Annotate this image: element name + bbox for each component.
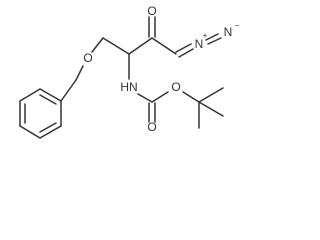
bond-ch2-calpha	[102, 37, 130, 55]
bond-calpha-cketone	[128, 37, 153, 55]
bond-tbu-me-up	[198, 87, 224, 103]
bond-nh-carbonyl	[137, 93, 153, 103]
bond-ring-ch2	[60, 79, 77, 102]
structure-diagram: O N + N − O HN O O	[19, 4, 240, 139]
atom-ketone-oxygen: O	[147, 4, 156, 18]
molecule-drawing: O N + N − O HN O O	[19, 4, 240, 139]
bond-cdiazo-n-a	[175, 43, 192, 53]
bond-ring-5	[39, 88, 62, 102]
atom-ether-oxygen: O	[83, 51, 92, 65]
atom-nh: HN	[120, 80, 137, 94]
bond-oester-cquat	[182, 91, 200, 103]
atom-diazo-nitrogen-1: N	[195, 37, 204, 51]
bond-ring-inner-3	[39, 94, 57, 105]
atom-diazo-nitrogen-2: N	[224, 25, 233, 39]
bond-cketone-cdiazo	[151, 37, 177, 55]
bond-nn-triple-2	[207, 37, 222, 45]
bond-ring-inner-2	[39, 122, 57, 133]
bond-cdiazo-n-b	[178, 48, 194, 58]
atom-ester-oxygen: O	[171, 80, 180, 94]
bond-lines	[19, 16, 224, 139]
atom-plus-charge: +	[203, 31, 208, 40]
bond-tbu-me-right	[198, 101, 224, 117]
bond-ring-2	[19, 125, 41, 139]
bond-carbonyl-oester	[151, 91, 169, 103]
bond-ring-6	[19, 88, 41, 102]
bond-ch2-o	[75, 65, 84, 81]
bond-o-ch2	[91, 37, 104, 53]
bond-nn-triple-1	[205, 33, 219, 41]
atom-carbonyl-oxygen: O	[147, 120, 156, 134]
atom-minus-charge: −	[235, 21, 240, 30]
atom-labels: O N + N − O HN O O	[83, 4, 239, 134]
bond-ring-3	[39, 125, 62, 139]
